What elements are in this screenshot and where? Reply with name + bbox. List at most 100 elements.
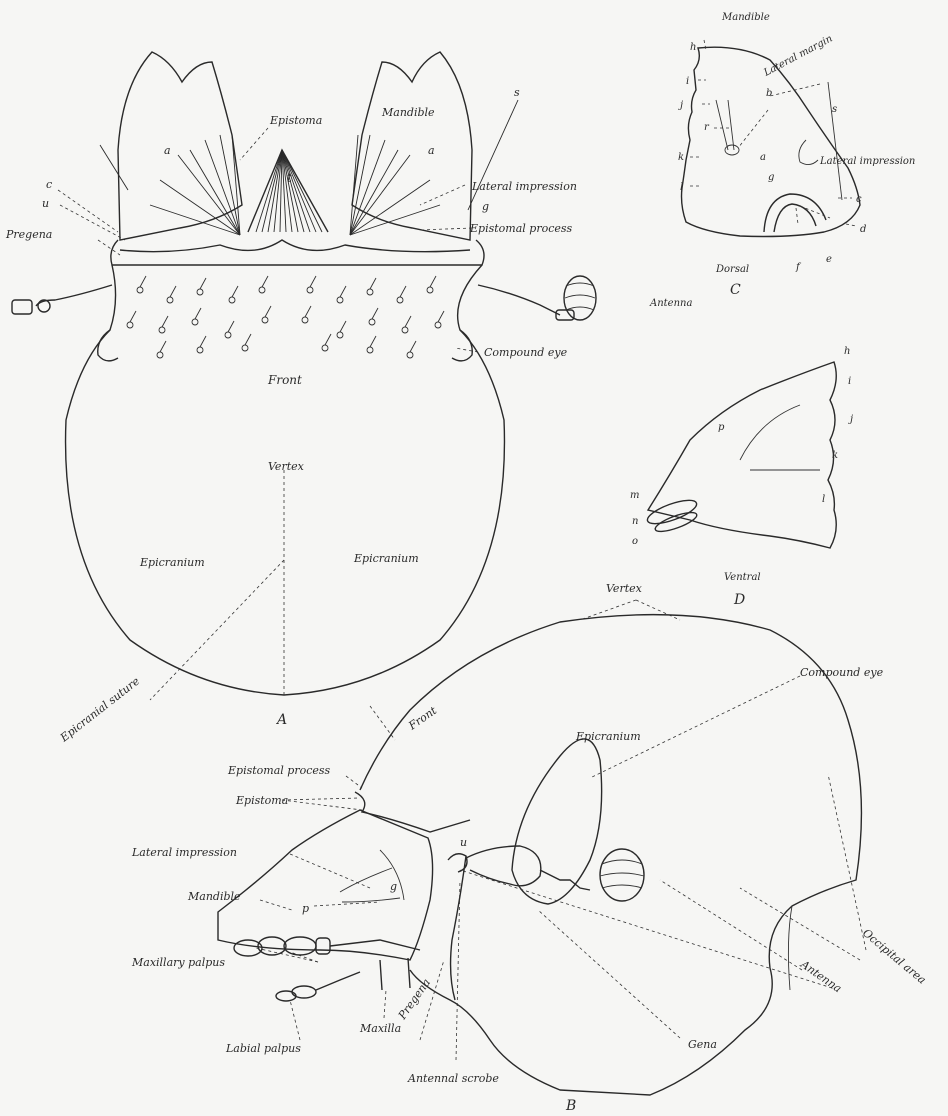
- figure-a-label-epicranium-left: Epicranium: [139, 556, 205, 569]
- figure-d-label-o: o: [632, 536, 638, 547]
- figure-d-label-l: l: [822, 494, 825, 505]
- figure-d-label-p: p: [718, 422, 725, 433]
- figure-a-left-mandible: [118, 52, 242, 240]
- figure-d-labels: h i j k l p m n o Ventral D: [630, 346, 853, 608]
- figure-c-label-k: k: [678, 152, 684, 163]
- figure-c-label-i: i: [686, 76, 689, 87]
- figure-d-label-ventral: Ventral: [724, 572, 761, 583]
- figure-a-label-g: g: [482, 200, 489, 213]
- figure-a-left-antenna: [12, 285, 112, 314]
- figure-b-label-occipital-area: Occipital area: [860, 926, 928, 986]
- figure-a-label-c: c: [46, 178, 52, 191]
- figure-b-label-gena: Gena: [688, 1038, 717, 1051]
- figure-a-label-epicranium-right: Epicranium: [353, 552, 419, 565]
- figure-d-label-k: k: [832, 450, 838, 461]
- figure-c-label-dorsal: Dorsal: [715, 264, 749, 275]
- figure-c-label-lateral-impression: Lateral impression: [819, 156, 915, 167]
- figure-a-label-mandible: Mandible: [381, 106, 435, 119]
- figure-c-label-c: c: [856, 194, 862, 205]
- figure-a-head-capsule: [66, 265, 505, 695]
- figure-b-label-g: g: [390, 880, 397, 893]
- figure-b-antennal-scrobe: [448, 854, 467, 1000]
- figure-c-label-a: a: [760, 152, 766, 163]
- figure-c-label-g: g: [768, 172, 774, 183]
- figure-b-maxilla: [380, 958, 410, 990]
- figure-b-label-mandible: Mandible: [187, 890, 241, 903]
- figure-a-labels: Epistoma Mandible t s a a Lateral impres…: [5, 86, 577, 745]
- figure-b-label-maxilla: Maxilla: [359, 1022, 401, 1035]
- figure-d-caption: D: [733, 592, 745, 608]
- figure-b-labial-palpus: [276, 972, 360, 1001]
- figure-b-label-lateral-impression: Lateral impression: [131, 846, 237, 859]
- figure-d: [645, 362, 836, 548]
- figure-c-label-e: e: [826, 254, 832, 265]
- figure-b-label-p: p: [302, 902, 309, 915]
- figure-a-label-epicranial-suture: Epicranial suture: [57, 674, 142, 745]
- figure-a-caption: A: [275, 712, 287, 728]
- figure-c-label-r: r: [704, 122, 710, 133]
- figure-b-label-u: u: [460, 836, 467, 849]
- figure-a-label-t: t: [287, 171, 292, 185]
- figure-a-label-pregena: Pregena: [5, 228, 52, 241]
- figure-b-label-compound-eye: Compound eye: [800, 666, 884, 679]
- figure-d-label-i: i: [848, 376, 851, 387]
- figure-a-right-antenna: [478, 276, 596, 320]
- figure-a-label-a-right: a: [428, 144, 435, 157]
- figure-c-caption: C: [730, 282, 741, 298]
- figure-b-epistoma: [355, 792, 470, 832]
- figure-b-antenna: [466, 846, 644, 901]
- figure-c-label-h: h: [690, 42, 696, 53]
- figure-a-right-mandible: [352, 52, 472, 240]
- figure-b-head-capsule: [360, 615, 861, 1095]
- figure-a-label-s: s: [514, 86, 520, 99]
- figure-a-label-epistomal-process: Epistomal process: [469, 222, 573, 235]
- figure-a-left-compound-eye: [98, 330, 118, 361]
- figure-b-label-maxillary-palpus: Maxillary palpus: [131, 956, 225, 969]
- figure-a-front-region: [120, 240, 470, 252]
- figure-b-label-epistoma: Epistoma: [235, 794, 288, 807]
- figure-c-pit: [725, 145, 739, 155]
- figure-b-label-epistomal-process: Epistomal process: [227, 764, 331, 777]
- figure-c-label-d: d: [860, 224, 866, 235]
- figure-b: [218, 615, 861, 1095]
- figure-a-label-compound-eye: Compound eye: [484, 346, 568, 359]
- figure-b-caption: B: [565, 1098, 576, 1114]
- figure-c-s-line: [828, 82, 842, 200]
- figure-c-label-s: s: [832, 104, 837, 115]
- figure-c-label-l: l: [680, 182, 683, 193]
- figure-a-label-u: u: [42, 197, 49, 210]
- figure-d-label-h: h: [844, 346, 850, 357]
- figure-d-label-m: m: [630, 490, 639, 501]
- figure-c-label-f: f: [795, 262, 802, 273]
- figure-c-groove: [716, 100, 734, 150]
- figure-d-inner-line: [740, 405, 820, 470]
- figure-b-maxillary-palpus: [234, 937, 420, 956]
- figure-c-label-mandible: Mandible: [721, 12, 770, 23]
- figure-d-label-n: n: [632, 516, 638, 527]
- figure-b-labels: Vertex Compound eye Front Epicranium Epi…: [131, 582, 928, 1114]
- figure-d-label-j: j: [848, 414, 853, 425]
- figure-c-label-j: j: [678, 100, 683, 111]
- figure-a-label-epistoma: Epistoma: [269, 114, 322, 127]
- figure-c-labels: Mandible Lateral margin h i j r k l b s …: [649, 12, 915, 309]
- figure-c-label-b: b: [766, 88, 772, 99]
- figure-b-label-labial-palpus: Labial palpus: [225, 1042, 301, 1055]
- figure-b-label-vertex: Vertex: [606, 582, 643, 595]
- figure-a-setae: [127, 276, 444, 358]
- figure-b-mandible-inner: [340, 850, 404, 902]
- figure-a-right-compound-eye: [452, 330, 472, 361]
- figure-c-lateral-impression: [799, 140, 818, 165]
- figure-c-label-lateral-margin: Lateral margin: [761, 33, 834, 79]
- figure-b-label-epicranium: Epicranium: [575, 730, 641, 743]
- figure-b-label-antennal-scrobe: Antennal scrobe: [407, 1072, 499, 1085]
- figure-a-label-lateral-impression: Lateral impression: [471, 180, 577, 193]
- figure-b-label-antenna: Antenna: [797, 957, 844, 995]
- figure-a: [12, 52, 596, 695]
- figure-a-label-a-left: a: [164, 144, 171, 157]
- figure-b-label-front: Front: [405, 704, 439, 733]
- figure-c-label-antenna: Antenna: [649, 298, 692, 309]
- figure-b-compound-eye: [512, 739, 602, 904]
- figure-a-label-vertex: Vertex: [268, 460, 305, 473]
- figure-a-label-front: Front: [267, 373, 302, 387]
